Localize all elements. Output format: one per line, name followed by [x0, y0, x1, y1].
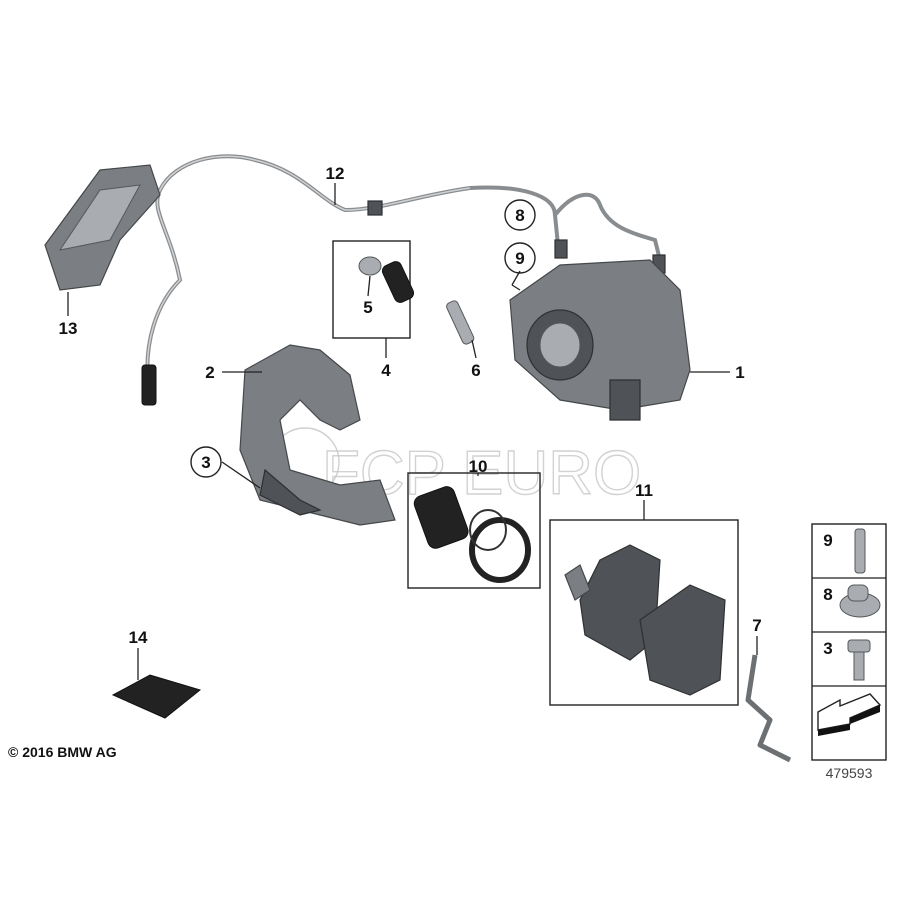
part-5-guide-sleeve-boot[interactable]	[358, 256, 416, 304]
part-13-sensor-bracket[interactable]	[44, 164, 161, 291]
side-item-9-label[interactable]: 9	[823, 531, 832, 550]
diagram-number: 479593	[826, 765, 873, 781]
part-2-caliper-carrier[interactable]	[239, 344, 396, 526]
part-14-grease-packet[interactable]	[111, 674, 202, 719]
side-panel: 9 8 3	[811, 523, 887, 761]
callout-3-circle	[190, 446, 222, 478]
callout-3[interactable]: 3	[201, 453, 210, 472]
callout-10[interactable]: 10	[469, 457, 488, 476]
callout-8-circle	[504, 199, 536, 231]
group-box-10	[407, 472, 541, 589]
part-11-brake-pads[interactable]	[564, 544, 726, 696]
callout-11[interactable]: 11	[635, 481, 653, 500]
side-item-8-label[interactable]: 8	[823, 585, 832, 604]
part-1-brake-caliper[interactable]	[509, 259, 691, 421]
part-6-guide-pin[interactable]	[445, 300, 475, 346]
part-10-piston-seal-kit[interactable]	[412, 484, 531, 583]
callout-9[interactable]: 9	[515, 249, 524, 268]
direction-arrow-icon	[817, 693, 882, 736]
callout-14[interactable]: 14	[129, 628, 148, 647]
copyright: © 2016 BMW AG	[8, 744, 117, 760]
callout-1[interactable]: 1	[735, 363, 744, 382]
callout-8[interactable]: 8	[515, 206, 524, 225]
callout-9-circle	[504, 242, 536, 274]
hex-bolt-icon	[847, 639, 871, 681]
callout-13[interactable]: 13	[59, 319, 78, 338]
banjo-bolt-icon	[839, 584, 881, 618]
bleeder-screw-icon	[854, 528, 866, 574]
callout-4[interactable]: 4	[381, 361, 391, 380]
callout-5[interactable]: 5	[363, 298, 372, 317]
callout-2[interactable]: 2	[205, 363, 214, 382]
callout-12[interactable]: 12	[326, 164, 345, 183]
side-item-3-label[interactable]: 3	[823, 639, 832, 658]
callout-7[interactable]: 7	[752, 616, 761, 635]
callout-6[interactable]: 6	[471, 361, 480, 380]
part-7-anti-rattle-spring[interactable]	[745, 654, 792, 763]
